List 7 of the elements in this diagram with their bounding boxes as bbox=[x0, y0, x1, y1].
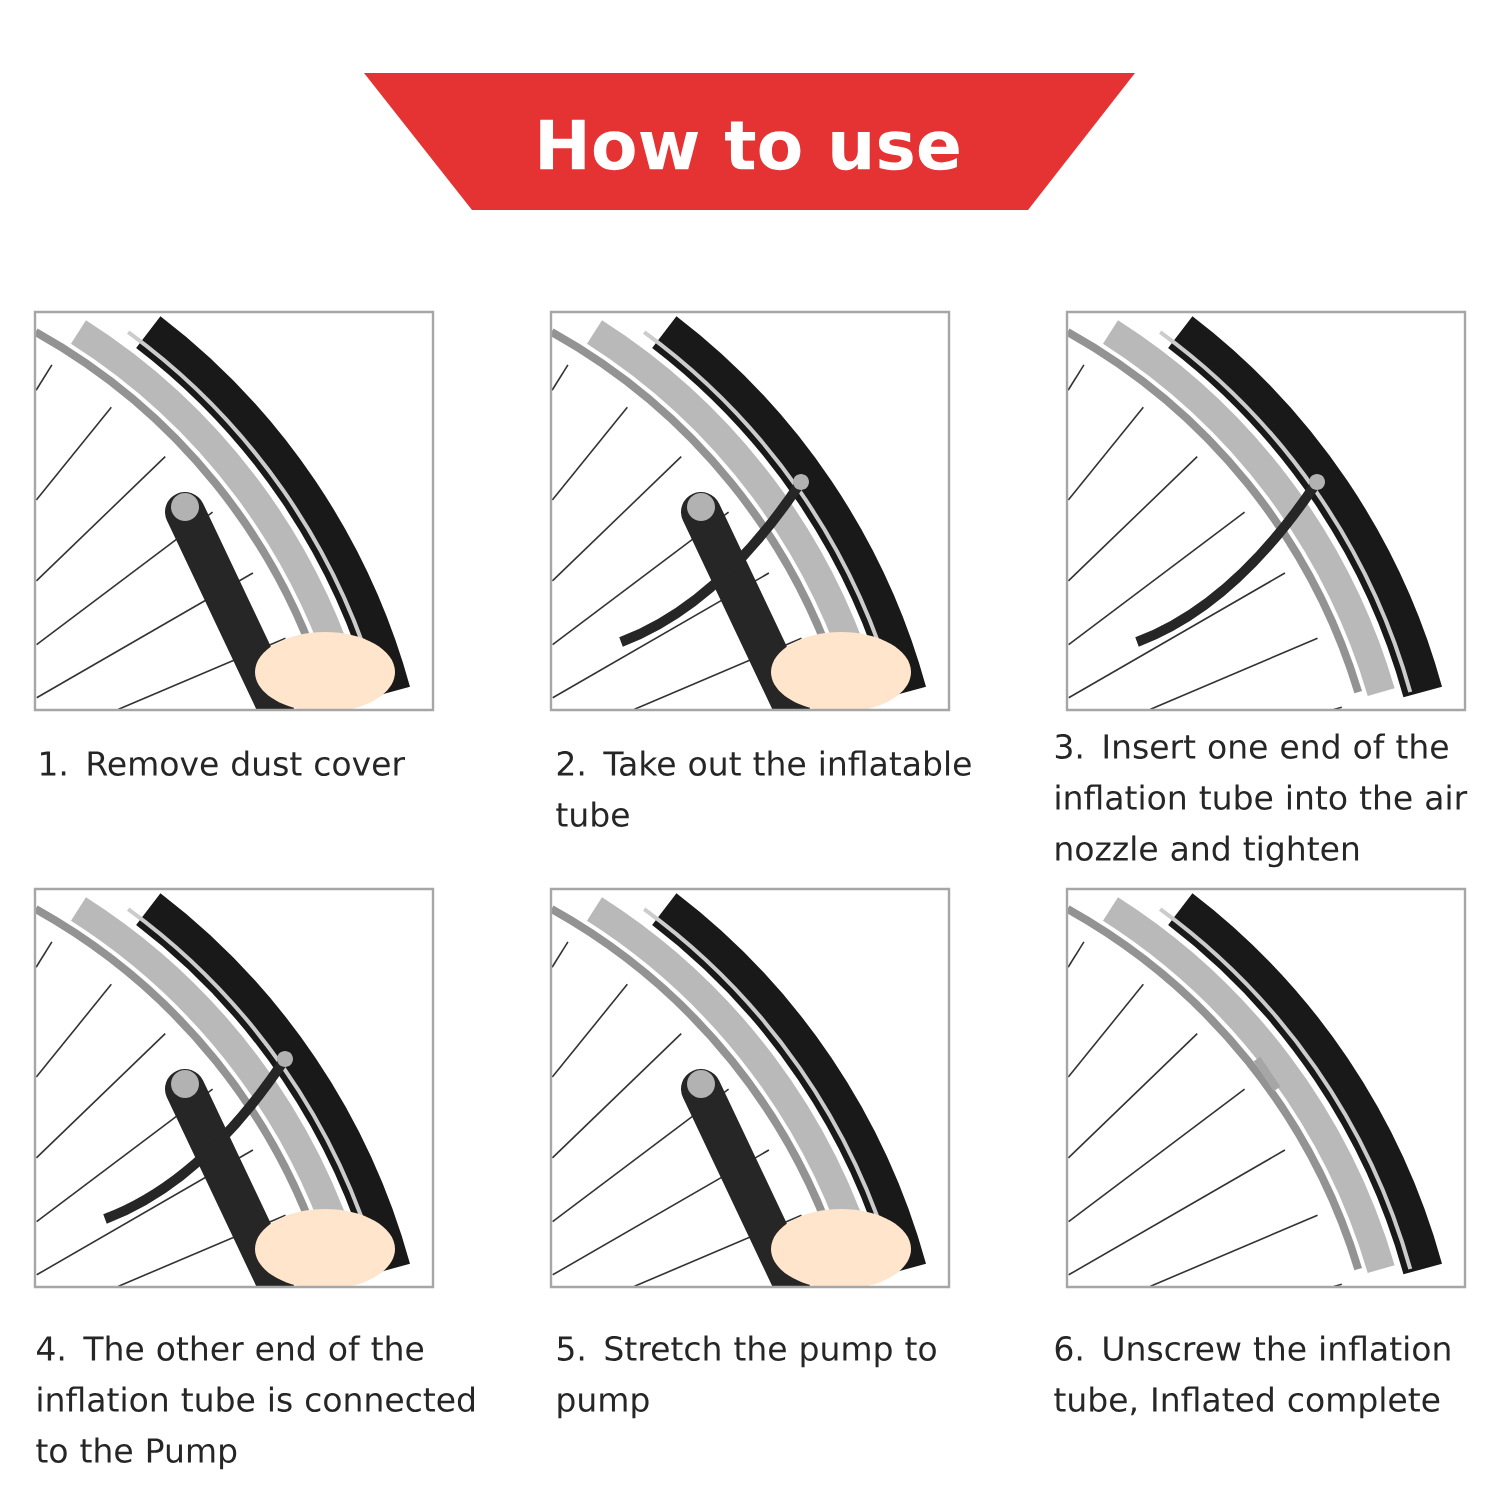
title-banner: How to use bbox=[364, 73, 1135, 210]
step-caption: 1. Remove dust cover bbox=[41, 750, 406, 776]
step-caption: 2. Take out the inflatable tube bbox=[556, 750, 971, 827]
step-caption: 6. Unscrew the inflation tube, Inflated complete bbox=[1054, 1335, 1450, 1419]
step-caption: 4. The other end of the inflation tube is connected to the Pump bbox=[36, 1335, 474, 1470]
step-caption: 5. Stretch the pump to pump bbox=[557, 1335, 936, 1419]
step-caption: 3. Insert one end of the inflation tube into the air nozzle and tighten bbox=[1055, 733, 1468, 868]
